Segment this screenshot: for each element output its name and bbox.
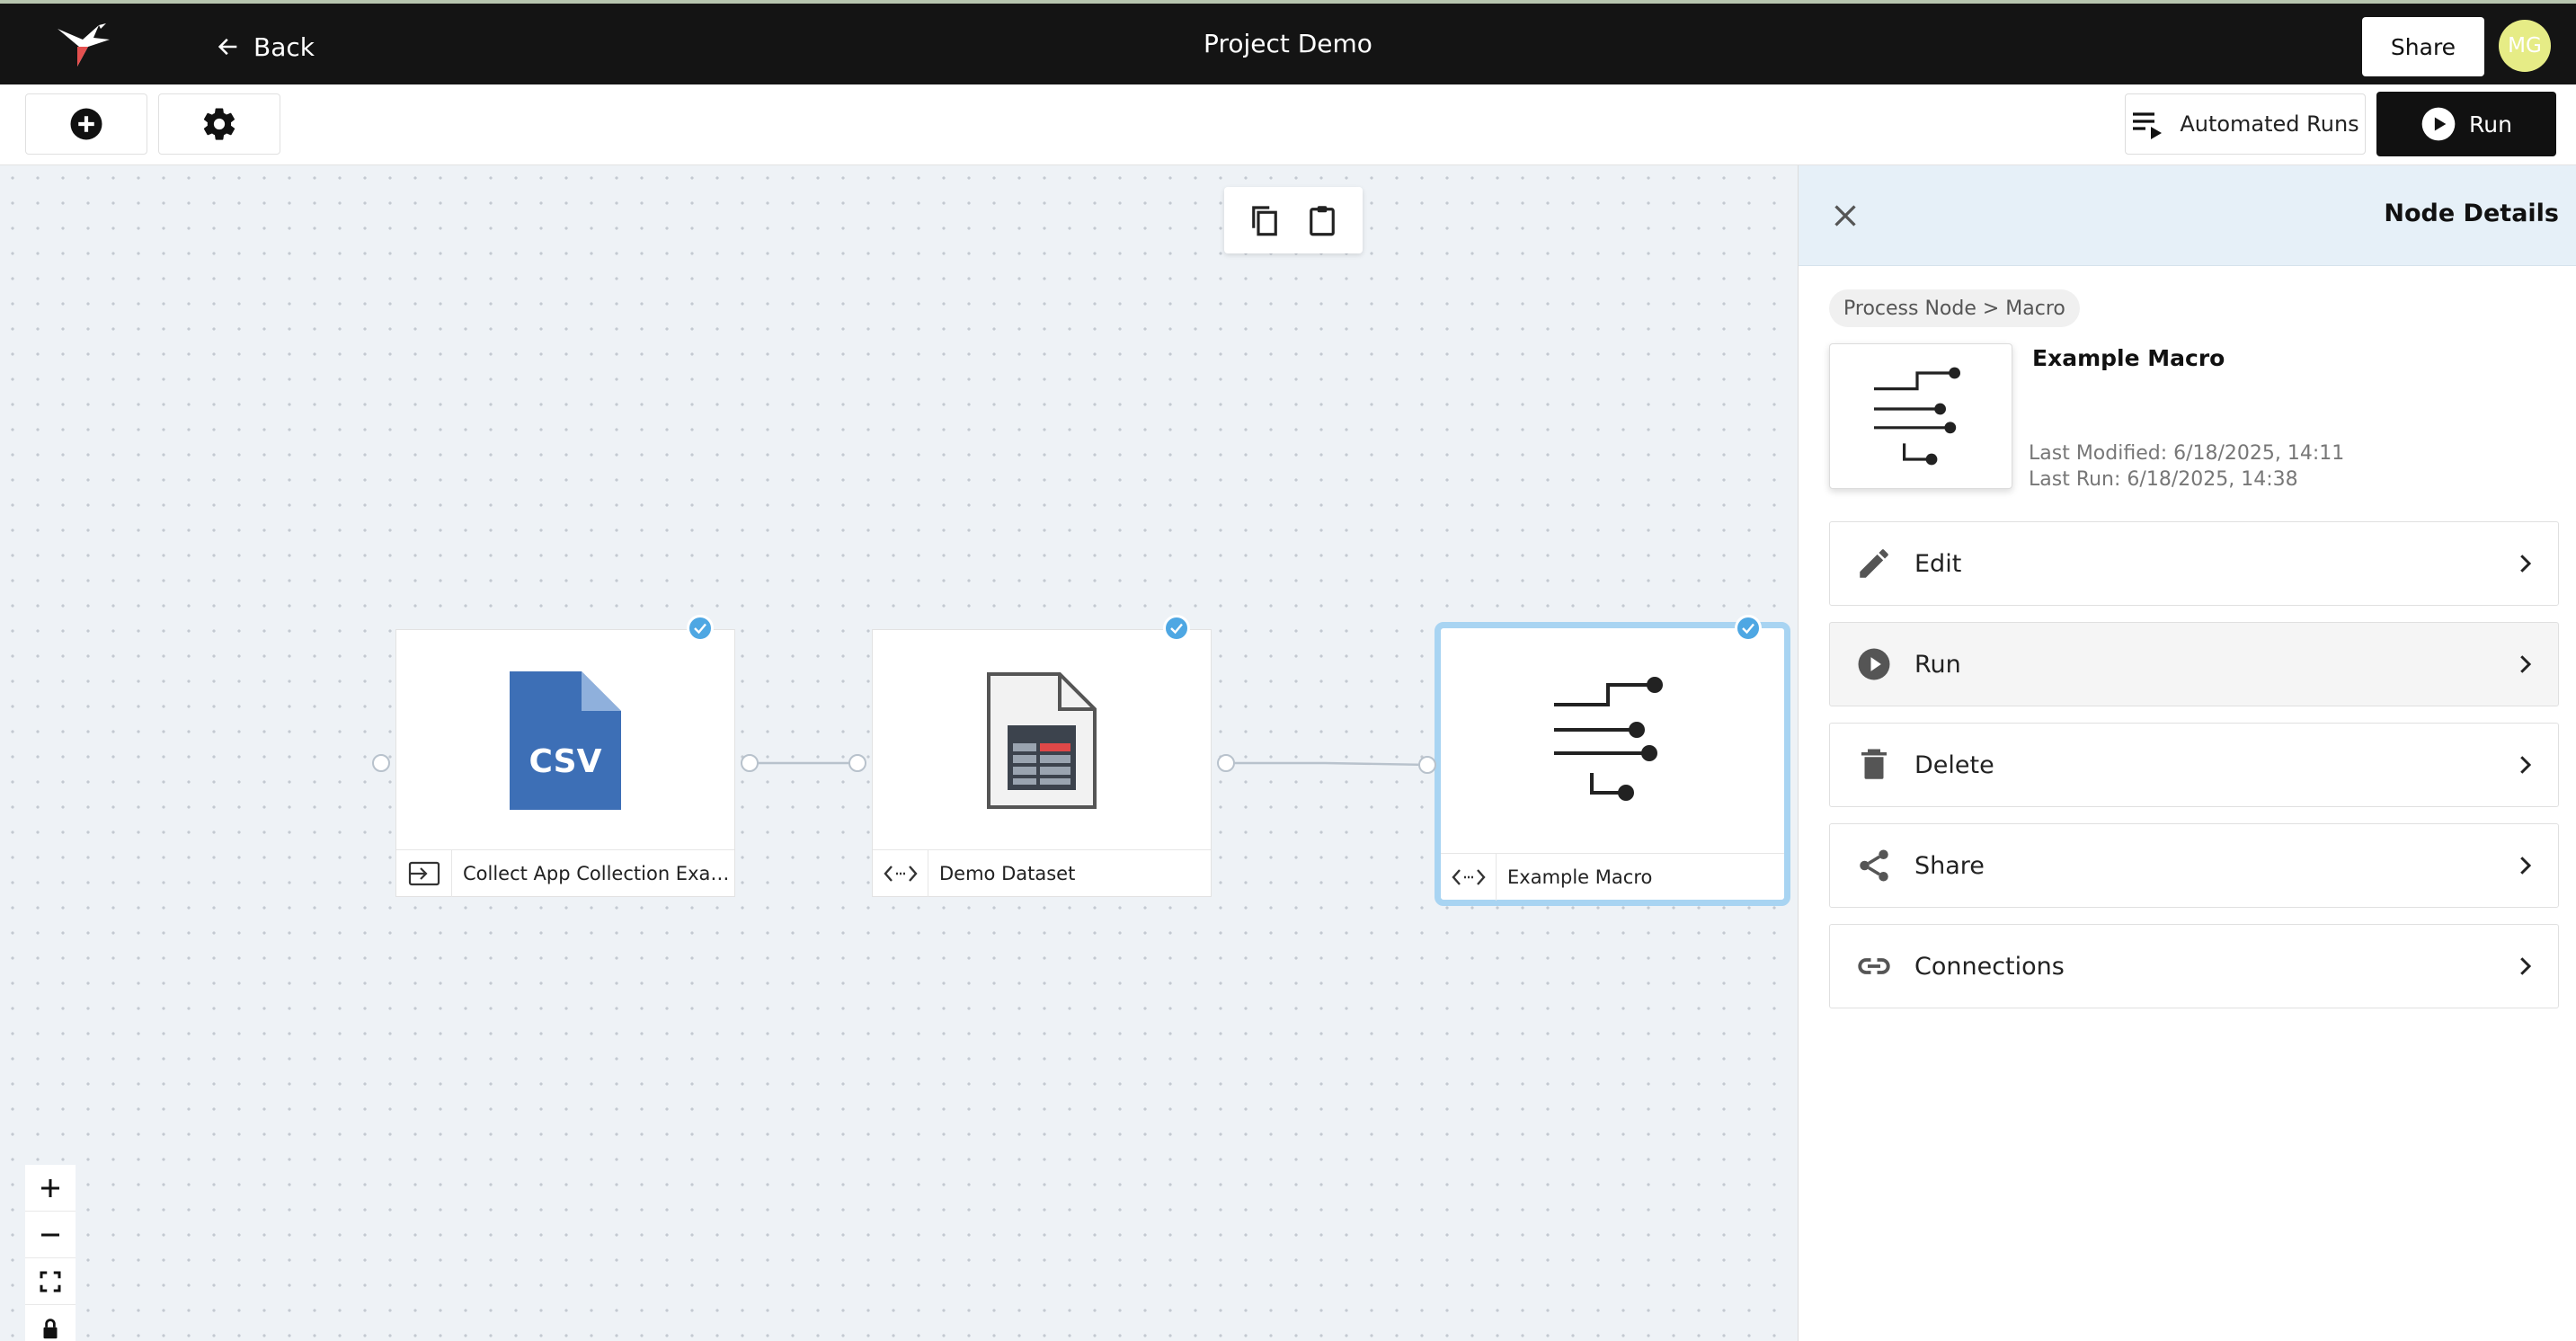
add-node-button[interactable] [25,93,147,155]
macro-icon [1554,677,1663,801]
settings-button[interactable] [158,93,280,155]
play-circle-icon [1853,644,1895,685]
breadcrumb: Process Node > Macro [1829,289,2080,327]
input-icon [396,849,452,897]
share-icon [1853,845,1895,886]
zoom-out-icon [41,1233,59,1236]
node-label: Collect App Collection Exam... [463,862,731,884]
node-footer: Collect App Collection Exam... [396,849,734,897]
status-check-icon [687,615,714,642]
workflow-node-dataset[interactable]: Demo Dataset [872,629,1212,897]
csv-badge: CSV [529,743,602,780]
code-icon [873,849,928,897]
share-action[interactable]: Share [1829,823,2559,908]
gear-icon [203,108,235,140]
close-icon[interactable] [1829,200,1861,232]
connections-action[interactable]: Connections [1829,924,2559,1008]
chevron-right-icon [2520,555,2532,573]
chevron-right-icon [2520,957,2532,975]
status-check-icon [1163,615,1190,642]
fit-view-button[interactable] [25,1258,76,1305]
node-label: Demo Dataset [939,862,1076,884]
node-details-panel: Node Details Process Node > Macro Exampl… [1798,165,2576,1341]
node-thumbnail [1829,343,2012,489]
output-port[interactable] [1217,754,1235,772]
node-artwork [873,630,1211,851]
copy-icon[interactable] [1246,201,1284,239]
zoom-in-button[interactable] [25,1165,76,1212]
hummingbird-logo-icon[interactable] [52,20,115,70]
input-port[interactable] [1418,756,1436,774]
edit-action[interactable]: Edit [1829,521,2559,606]
input-port[interactable] [848,754,866,772]
run-button[interactable]: Run [2376,92,2556,156]
pencil-icon [1853,543,1895,584]
automated-runs-label: Automated Runs [2180,111,2359,137]
action-label: Edit [1914,549,1962,578]
top-bar: Back Project Demo Share MG [0,0,2576,84]
node-footer: Demo Dataset [873,849,1211,897]
play-circle-icon [2421,107,2456,141]
node-artwork [1441,628,1784,849]
action-label: Run [1914,650,1961,679]
link-icon [1853,946,1895,987]
share-button[interactable]: Share [2362,17,2484,76]
chevron-right-icon [2520,655,2532,673]
back-button[interactable]: Back [216,27,315,67]
automated-runs-button[interactable]: Automated Runs [2125,93,2366,155]
edge-layer [750,761,1430,767]
lock-icon [43,1318,58,1338]
back-label: Back [253,31,315,62]
chevron-right-icon [2520,756,2532,774]
workflow-canvas[interactable]: CSV Collect App Collection Exam... [0,165,1798,1341]
code-icon [1441,853,1497,901]
edge-dataset-to-macro [1226,761,1430,767]
last-modified: Last Modified: 6/18/2025, 14:11 [2029,442,2345,465]
zoom-out-button[interactable] [25,1212,76,1258]
chevron-right-icon [2520,857,2532,875]
csv-file-icon: CSV [510,671,621,810]
playlist-play-icon [2133,112,2163,139]
dataset-file-icon [987,672,1097,809]
action-label: Share [1914,851,1985,880]
run-action[interactable]: Run [1829,622,2559,706]
fit-view-icon [40,1271,61,1292]
output-port[interactable] [741,754,759,772]
delete-action[interactable]: Delete [1829,723,2559,807]
node-artwork: CSV [396,630,734,851]
zoom-in-icon [41,1178,59,1197]
project-title: Project Demo [1204,29,1372,58]
lock-button[interactable] [25,1305,76,1341]
node-footer: Example Macro [1441,853,1784,901]
node-label: Example Macro [1507,866,1653,888]
panel-header: Node Details [1799,165,2576,266]
action-label: Delete [1914,750,1994,779]
plus-circle-icon [70,108,102,140]
node-meta: Last Modified: 6/18/2025, 14:11 Last Run… [2029,440,2344,493]
trash-icon [1853,744,1895,786]
paste-icon[interactable] [1303,201,1341,239]
clipboard-toolbar [1224,187,1363,253]
arrow-left-icon [218,38,237,56]
panel-title: Node Details [2384,200,2559,227]
toolbar: Automated Runs Run [0,84,2576,165]
run-label: Run [2469,111,2512,138]
status-check-icon [1735,615,1762,642]
node-name: Example Macro [2032,345,2225,371]
input-port[interactable] [372,754,390,772]
macro-icon [1874,367,1960,466]
avatar[interactable]: MG [2499,20,2551,72]
zoom-controls [25,1165,76,1341]
last-run: Last Run: 6/18/2025, 14:38 [2029,468,2298,491]
workflow-node-csv[interactable]: CSV Collect App Collection Exam... [395,629,735,897]
workflow-node-macro[interactable]: Example Macro [1435,622,1790,906]
action-label: Connections [1914,952,2065,981]
